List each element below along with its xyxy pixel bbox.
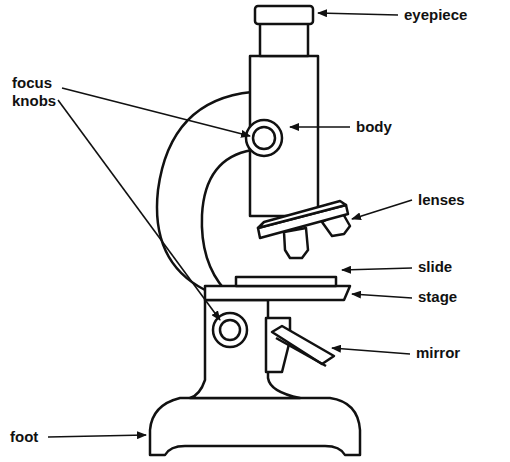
leader-line [62, 88, 250, 136]
leader-line [58, 100, 220, 320]
eyepiece-tube [260, 22, 308, 56]
leader-line [290, 126, 350, 128]
part-label: body [356, 118, 416, 136]
stage [205, 286, 350, 300]
leader-line [342, 268, 412, 270]
eyepiece-cap [255, 6, 313, 24]
objective-lens [284, 228, 308, 258]
part-label: slide [418, 258, 498, 276]
leader-line [48, 435, 146, 437]
part-label: foot [10, 428, 50, 446]
arm [157, 92, 252, 290]
slide [236, 277, 336, 286]
leader-line [352, 294, 412, 298]
part-label: lenses [418, 191, 498, 209]
leader-line [332, 348, 410, 354]
part-label: mirror [416, 344, 496, 362]
mirror-edge [276, 338, 326, 366]
nosepiece-rim [258, 201, 346, 228]
mirror [272, 326, 334, 364]
focus-knob [246, 120, 282, 156]
leader-line [352, 200, 412, 219]
pillar [190, 300, 300, 398]
part-label: stage [418, 288, 498, 306]
body-tube [250, 56, 318, 216]
knob-centre [220, 320, 240, 340]
leader-line [318, 13, 398, 15]
part-label: eyepiece [404, 6, 504, 24]
knob-centre [253, 127, 275, 149]
foot-base [150, 398, 360, 455]
part-label: focus knobs [12, 74, 58, 110]
